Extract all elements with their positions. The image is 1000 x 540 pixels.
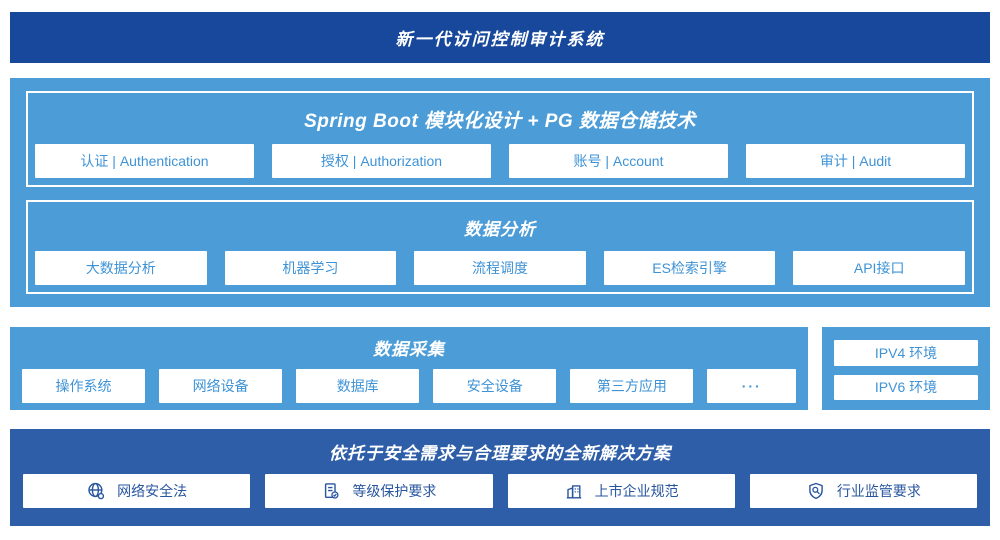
solution-section: 依托于安全需求与合理要求的全新解决方案 网络安全法 <box>10 429 990 526</box>
solution-cybersecurity-law: 网络安全法 <box>23 474 251 508</box>
modules-section: Spring Boot 模块化设计 + PG 数据仓储技术 认证 | Authe… <box>26 91 974 187</box>
document-check-icon <box>321 481 341 501</box>
solution-item-label: 行业监管要求 <box>836 483 921 499</box>
analysis-section-title: 数据分析 <box>464 220 536 239</box>
solution-item-label: 等级保护要求 <box>352 483 437 499</box>
platform-section: Spring Boot 模块化设计 + PG 数据仓储技术 认证 | Authe… <box>10 78 990 307</box>
solution-item-label: 上市企业规范 <box>594 483 679 499</box>
shield-search-icon <box>806 481 826 501</box>
analysis-row: 大数据分析 机器学习 流程调度 ES检索引擎 API接口 <box>35 251 965 285</box>
solution-item-label: 网络安全法 <box>117 483 188 499</box>
page-title-banner: 新一代访问控制审计系统 <box>10 12 990 63</box>
solution-classified-protection: 等级保护要求 <box>265 474 493 508</box>
collection-security-device: 安全设备 <box>433 369 557 403</box>
env-ipv6: IPV6 环境 <box>834 374 978 400</box>
analysis-machine-learning: 机器学习 <box>224 251 397 285</box>
collection-third-party: 第三方应用 <box>570 369 694 403</box>
solution-section-title: 依托于安全需求与合理要求的全新解决方案 <box>329 444 671 463</box>
modules-row: 认证 | Authentication 授权 | Authorization 账… <box>35 144 965 178</box>
analysis-workflow: 流程调度 <box>414 251 586 285</box>
analysis-api: API接口 <box>793 251 965 285</box>
analysis-es-search: ES检索引擎 <box>603 251 776 285</box>
solution-listed-company: 上市企业规范 <box>507 474 735 508</box>
module-account: 账号 | Account <box>509 144 728 178</box>
solution-row: 网络安全法 等级保护要求 <box>23 474 977 508</box>
module-authentication: 认证 | Authentication <box>35 144 254 178</box>
analysis-section: 数据分析 大数据分析 机器学习 流程调度 ES检索引擎 API接口 <box>26 200 974 294</box>
analysis-bigdata: 大数据分析 <box>35 251 207 285</box>
building-icon <box>564 481 584 501</box>
environments-section: IPV4 环境 IPV6 环境 <box>822 327 990 410</box>
env-ipv4: IPV4 环境 <box>834 340 978 366</box>
solution-industry-regulation: 行业监管要求 <box>749 474 977 508</box>
middle-row: 数据采集 操作系统 网络设备 数据库 安全设备 第三方应用 ··· IPV4 环… <box>10 327 990 410</box>
collection-os: 操作系统 <box>22 369 146 403</box>
collection-section: 数据采集 操作系统 网络设备 数据库 安全设备 第三方应用 ··· <box>10 327 808 410</box>
collection-row: 操作系统 网络设备 数据库 安全设备 第三方应用 ··· <box>22 369 796 403</box>
collection-section-title: 数据采集 <box>373 340 445 359</box>
module-authorization: 授权 | Authorization <box>272 144 491 178</box>
collection-more: ··· <box>707 369 796 403</box>
collection-database: 数据库 <box>296 369 420 403</box>
module-audit: 审计 | Audit <box>746 144 965 178</box>
modules-section-title: Spring Boot 模块化设计 + PG 数据仓储技术 <box>304 111 696 132</box>
collection-network-device: 网络设备 <box>159 369 283 403</box>
globe-icon <box>86 481 106 501</box>
page-title: 新一代访问控制审计系统 <box>395 30 605 49</box>
